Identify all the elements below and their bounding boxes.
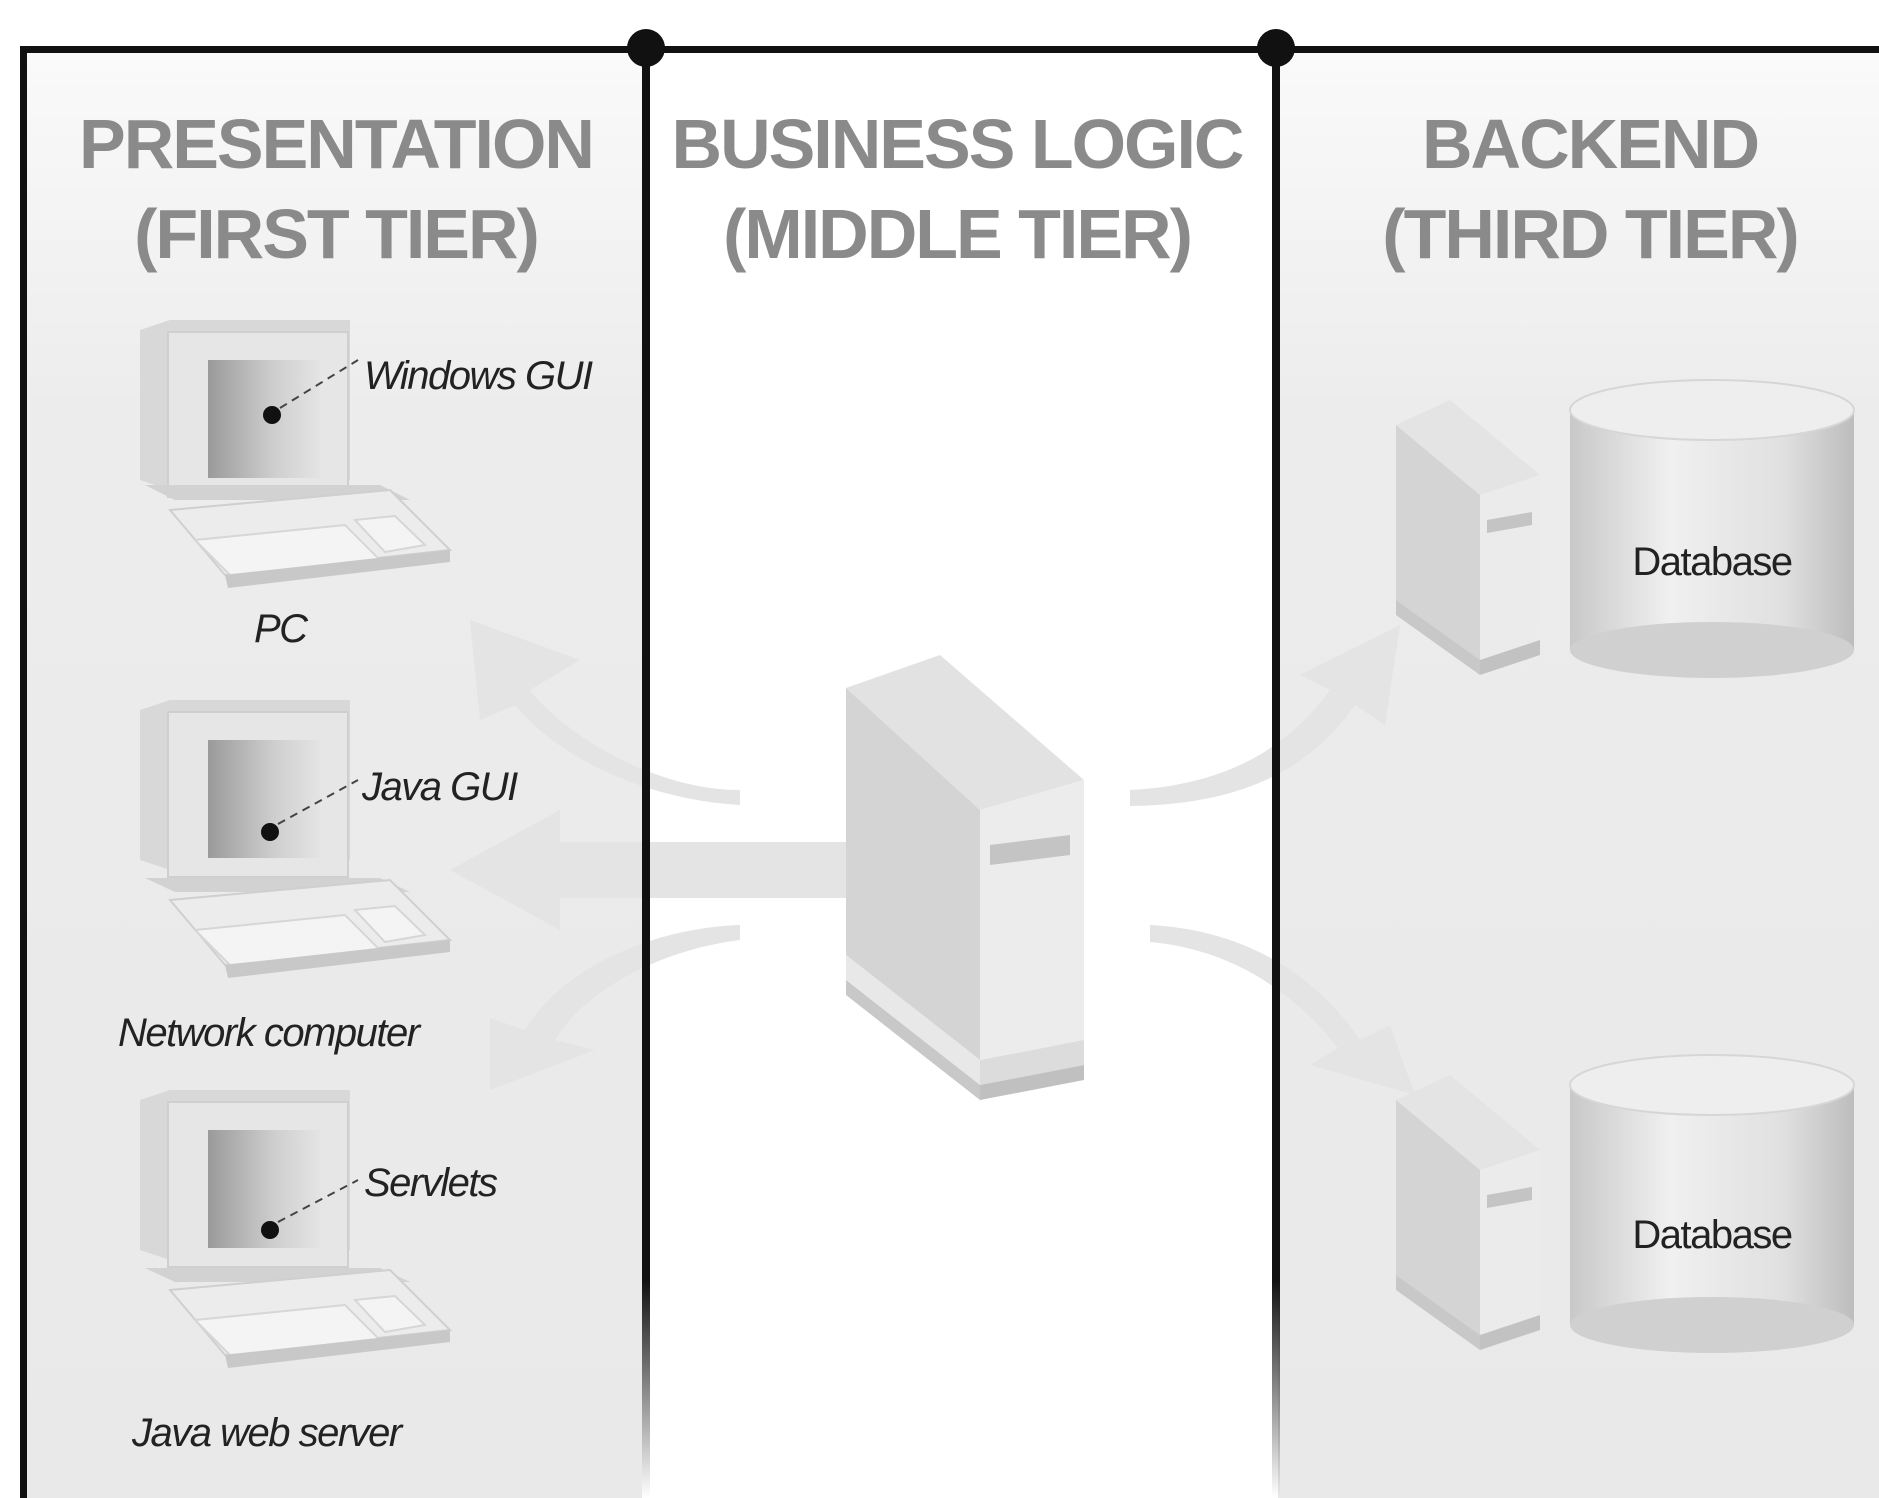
backend-server-icon-1 [1396,400,1540,675]
divider-line-2 [1272,46,1280,1498]
junction-dot-1 [627,29,665,67]
arrow-to-java-web-server [490,925,740,1090]
arrow-to-database-2 [1150,925,1415,1095]
backend-server-icon-2 [1396,1075,1540,1350]
pc-label: PC [254,607,309,651]
database-1-cylinder-icon [1569,379,1855,678]
backend-heading-line2: (THIRD TIER) [1382,195,1797,273]
arrow-to-pc [470,620,740,805]
java-gui-label: Java GUI [361,765,518,809]
pc-computer-icon [140,320,453,588]
network-computer-icon [140,700,453,978]
business-heading-line1: BUSINESS LOGIC [672,105,1243,183]
junction-dot-2 [1257,29,1295,67]
java-web-server-label: Java web server [131,1411,404,1455]
servlets-label: Servlets [364,1161,498,1205]
database-2-cylinder-icon [1569,1054,1855,1353]
presentation-heading-line2: (FIRST TIER) [134,195,538,273]
divider-line-1 [642,46,650,1498]
windows-gui-label: Windows GUI [364,354,593,398]
business-heading-line2: (MIDDLE TIER) [723,195,1191,273]
application-server-icon [846,655,1084,1100]
presentation-heading-line1: PRESENTATION [79,105,593,183]
backend-heading-line1: BACKEND [1422,105,1758,183]
database-2-label: Database [1632,1213,1791,1257]
database-1-label: Database [1632,540,1791,584]
arrow-to-database-1 [1130,625,1400,806]
top-border [20,46,1879,53]
left-border [20,46,27,1498]
java-web-server-computer-icon [140,1090,453,1368]
network-computer-label: Network computer [118,1011,422,1055]
